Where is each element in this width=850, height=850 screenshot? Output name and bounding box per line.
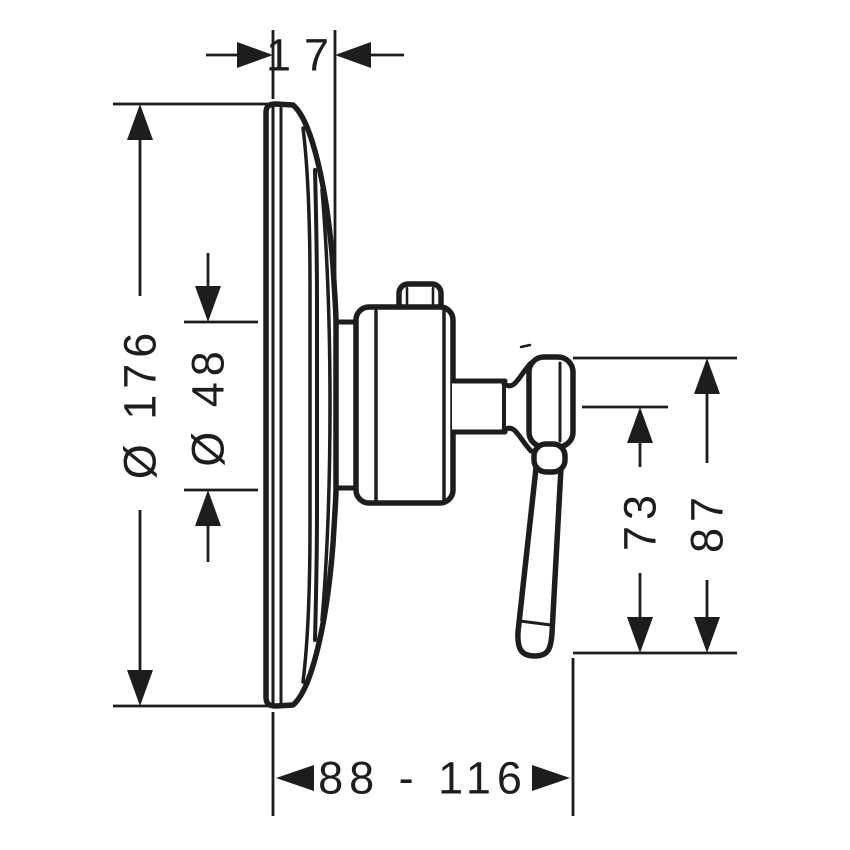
arrowhead-right bbox=[237, 42, 273, 68]
arrowhead-right bbox=[532, 765, 570, 791]
plate-disc-contour-a bbox=[301, 126, 312, 684]
lever-cap-seam bbox=[518, 619, 553, 627]
plate-outline bbox=[263, 101, 339, 709]
arrowhead-up bbox=[627, 407, 653, 443]
dimension-label-plate-diameter: Ø 176 bbox=[115, 327, 166, 480]
dimension-label-handle-height: 87 bbox=[682, 491, 733, 553]
dimension-projection-range: 88 - 116 bbox=[271, 658, 575, 816]
arrowhead-left bbox=[335, 42, 371, 68]
dimension-label-projection-range: 88 - 116 bbox=[318, 753, 528, 804]
handle-hub bbox=[526, 354, 576, 450]
spool-bottom-curve bbox=[501, 425, 534, 454]
fixture-side-view bbox=[263, 101, 576, 709]
lever-shaft bbox=[515, 465, 564, 659]
body-outline bbox=[353, 304, 456, 506]
plate-disc-contour-b bbox=[313, 168, 319, 642]
lever-neck-ring bbox=[531, 441, 568, 475]
arrowhead-up bbox=[127, 104, 153, 140]
dimension-plate-diameter: Ø 176 bbox=[113, 102, 268, 708]
arrowhead-up bbox=[694, 358, 720, 394]
escutcheon-plate bbox=[263, 101, 339, 709]
dimension-label-sleeve-diameter: Ø 48 bbox=[183, 345, 234, 467]
spool-fill bbox=[504, 363, 531, 451]
dimension-lever-drop: 73 bbox=[582, 405, 668, 653]
dimension-label-plate-depth: 17 bbox=[266, 30, 342, 81]
dimension-sleeve-diameter: Ø 48 bbox=[183, 253, 258, 562]
arrowhead-down bbox=[627, 617, 653, 653]
handle-assembly bbox=[450, 343, 576, 659]
dimension-label-lever-drop: 73 bbox=[615, 489, 666, 551]
dimension-handle-height: 87 bbox=[573, 356, 737, 655]
arrowhead-down bbox=[127, 670, 153, 706]
arrowhead-left bbox=[276, 765, 314, 791]
arrowhead-up bbox=[195, 490, 221, 526]
detail-tick bbox=[519, 343, 532, 349]
valve-body bbox=[353, 304, 456, 506]
plate-dome-contour bbox=[320, 188, 332, 622]
arrowhead-down bbox=[694, 617, 720, 653]
dimensions: 17 Ø 176 Ø 48 7 bbox=[113, 30, 737, 816]
stem-fill bbox=[452, 383, 505, 430]
dimension-plate-depth: 17 bbox=[206, 30, 404, 320]
arrowhead-down bbox=[195, 286, 221, 322]
